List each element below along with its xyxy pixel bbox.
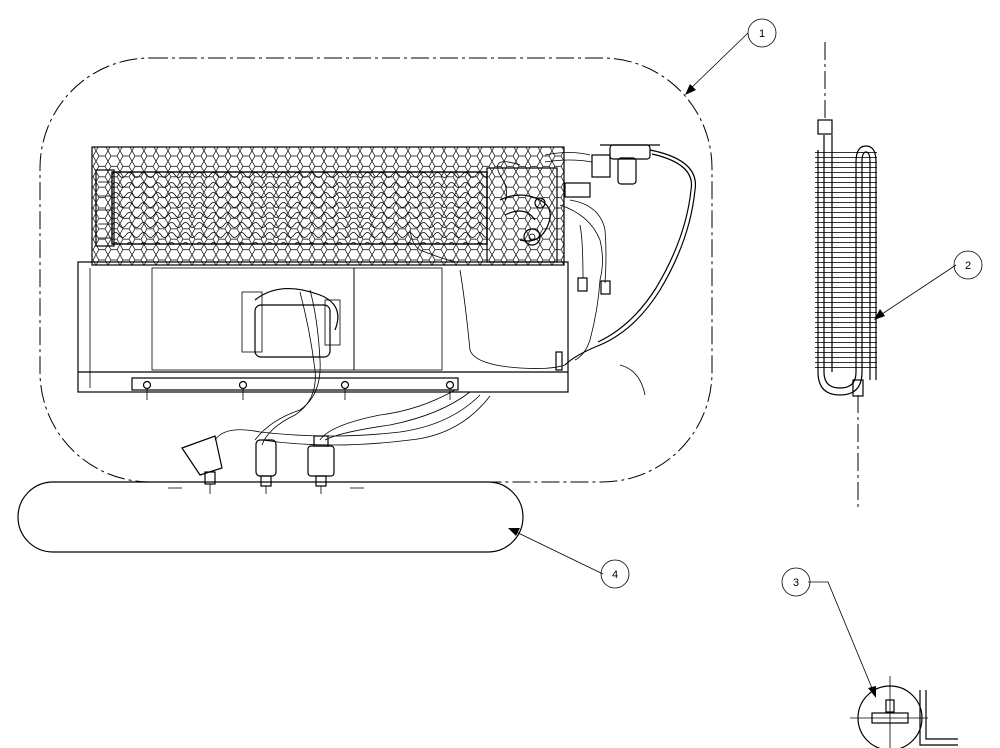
power-plug (181, 435, 223, 494)
callout-3: 3 (781, 567, 876, 698)
lower-housing (77, 261, 569, 393)
callout-1-label: 1 (759, 28, 765, 40)
wiring-harness (214, 289, 491, 446)
expansion-valve (534, 144, 660, 209)
callout-4: 4 (508, 528, 630, 589)
callout-4-label: 4 (612, 569, 618, 581)
assembly-boundary-1 (39, 57, 713, 483)
condenser-coil (815, 42, 877, 510)
compressor (241, 287, 341, 358)
callout-1: 1 (685, 18, 777, 95)
filter-drier-fitting (850, 676, 958, 748)
callout-3-label: 3 (793, 577, 799, 589)
capacitor (307, 435, 335, 494)
callout-2-label: 2 (965, 260, 971, 272)
callout-2: 2 (874, 250, 983, 320)
mounting-bolts (142, 380, 455, 400)
refrigerant-tubing (409, 149, 697, 396)
condenser-fin-block (111, 171, 488, 245)
mounting-base (17, 481, 524, 553)
condensing-unit-assembly (77, 144, 697, 494)
relay-connector (255, 439, 277, 494)
